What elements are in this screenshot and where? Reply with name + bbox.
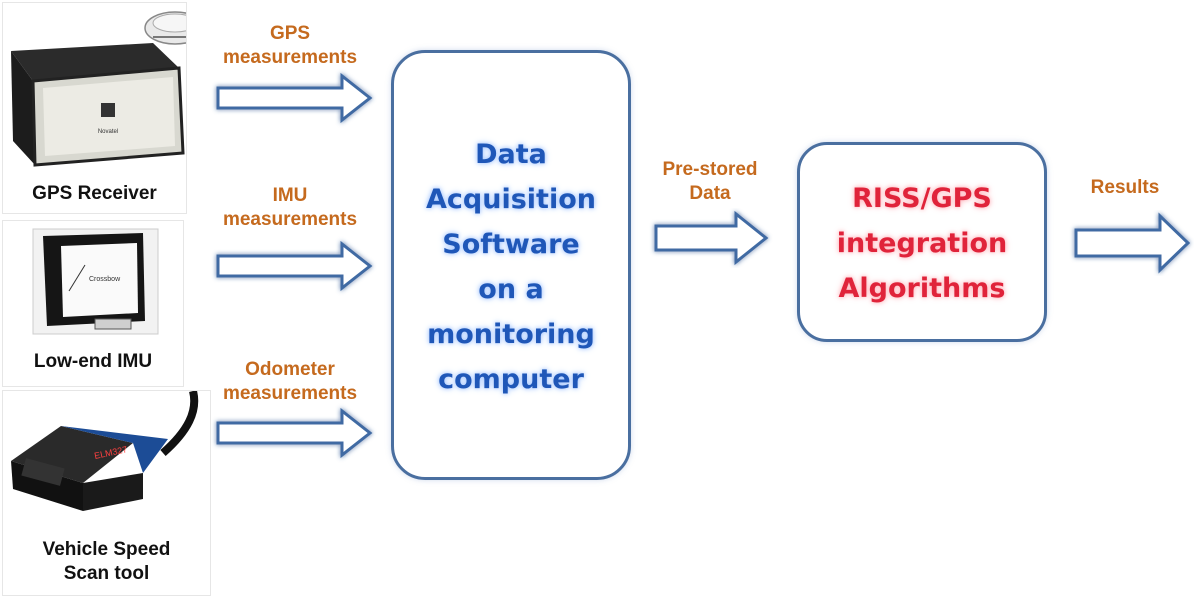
scan-tool-image: ELM327 — [11, 390, 199, 511]
gps-input-label-line-1: GPS — [269, 23, 311, 44]
prestored-arrow-icon — [654, 210, 769, 266]
imu-input-label: IMU measurements — [200, 184, 380, 232]
data-acquisition-text: Data Acquisition Software on a monitorin… — [391, 132, 631, 402]
integration-line-2: integration — [836, 228, 1008, 259]
prestored-label: Pre-stored Data — [630, 158, 790, 206]
prestored-label-line-2: Data — [689, 183, 731, 204]
imu-box-icon: Crossbow — [32, 228, 159, 335]
gps-input-label-line-2: measurements — [222, 47, 358, 68]
svg-text:Crossbow: Crossbow — [89, 276, 121, 283]
integration-box — [797, 142, 1047, 342]
gps-input-arrow-icon — [216, 72, 373, 124]
svg-text:Novatel: Novatel — [98, 129, 118, 135]
integration-line-1: RISS/GPS — [852, 183, 992, 214]
imu-image: Crossbow — [32, 228, 159, 335]
odometer-input-label-line-2: measurements — [222, 383, 358, 404]
imu-caption: Low-end IMU — [33, 351, 153, 372]
gps-receiver-box-icon: Novatel — [11, 43, 185, 167]
gps-receiver-image: Novatel — [11, 11, 206, 167]
imu-panel: Crossbow Low-end IMU — [2, 220, 184, 387]
imu-input-label-line-1: IMU — [272, 185, 308, 206]
integration-line-3: Algorithms — [838, 273, 1006, 304]
data-acquisition-box — [391, 50, 631, 480]
gps-antenna-icon — [144, 11, 206, 45]
odometer-input-label: Odometer measurements — [200, 358, 380, 406]
imu-input-label-line-2: measurements — [222, 209, 358, 230]
data-acquisition-line-2: Acquisition — [426, 184, 596, 215]
odometer-input-label-line-1: Odometer — [245, 359, 335, 380]
imu-input-arrow-icon — [216, 240, 373, 292]
data-acquisition-line-4: on a — [478, 274, 544, 305]
prestored-label-line-1: Pre-stored — [662, 159, 758, 180]
data-acquisition-line-3: Software — [442, 229, 580, 260]
data-acquisition-line-6: computer — [438, 364, 584, 395]
data-acquisition-line-1: Data — [475, 139, 547, 170]
gps-receiver-caption: GPS Receiver — [32, 183, 157, 204]
integration-text: RISS/GPS integration Algorithms — [797, 176, 1047, 311]
results-label: Results — [1090, 177, 1160, 198]
scan-tool-icon: ELM327 — [11, 390, 199, 511]
scan-tool-panel: ELM327 Vehicle Speed Scan tool — [2, 390, 211, 596]
gps-input-label: GPS measurements — [200, 22, 380, 70]
data-acquisition-line-5: monitoring — [427, 319, 595, 350]
scan-tool-caption-line-2: Scan tool — [63, 563, 150, 584]
odometer-input-arrow-icon — [216, 407, 373, 459]
scan-tool-caption-line-1: Vehicle Speed — [42, 539, 171, 560]
gps-receiver-panel: Novatel GPS Receiver — [2, 2, 206, 214]
results-arrow-icon — [1074, 212, 1191, 274]
